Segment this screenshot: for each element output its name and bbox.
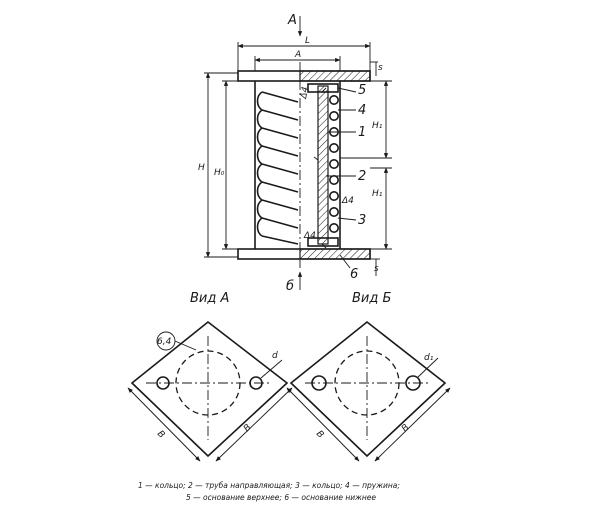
caption-line-1: 1 — кольцо; 2 — труба направляющая; 3 — … <box>138 481 400 490</box>
dimension-L: L <box>237 36 371 71</box>
dim-L-label: L <box>305 36 310 46</box>
view-a-title: Вид А <box>190 291 229 306</box>
dim-H1-upper-label: H₁ <box>372 121 383 131</box>
view-a-side-b-left: B <box>155 429 166 440</box>
dim-A-label: A <box>294 50 301 60</box>
delta-bottom: Δ4 <box>303 231 316 241</box>
dimension-s-bottom: s <box>370 258 380 276</box>
dim-s-top-label: s <box>378 63 383 73</box>
dim-H1-lower-label: H₁ <box>372 189 383 199</box>
view-arrow-a: А <box>287 13 303 37</box>
view-arrow-b: б <box>286 271 303 294</box>
dim-H0-label: H₀ <box>214 168 225 178</box>
callouts: 5 4 1 2 3 6 <box>326 83 366 282</box>
callout-3: 3 <box>358 213 366 228</box>
view-b: Вид Б d₁ B B <box>286 291 451 462</box>
dim-H-label: H <box>198 163 205 173</box>
weld-marks <box>313 87 327 249</box>
view-b-hole-d1: d₁ <box>424 353 434 363</box>
callout-6: 6 <box>350 267 358 282</box>
dimension-A: A <box>254 50 341 71</box>
delta-top: Δ4 <box>299 86 311 101</box>
view-b-side-b-right: B <box>400 423 411 434</box>
spring-wire-sections <box>328 95 339 234</box>
view-b-title: Вид Б <box>352 291 391 306</box>
callout-1: 1 <box>358 125 366 140</box>
dimension-s-top: s <box>370 61 383 76</box>
spring-coils <box>256 91 299 245</box>
view-a-plate <box>130 320 289 458</box>
view-b-plate <box>289 320 447 458</box>
view-a: Вид А 6,4 d B B <box>127 291 293 462</box>
dimension-H1-upper: H₁ <box>340 80 392 159</box>
view-arrow-b-label: б <box>286 279 294 294</box>
view-a-side-b-right: B <box>242 423 253 434</box>
delta-mid: Δ4 <box>341 196 354 206</box>
lower-ring <box>307 237 339 247</box>
guide-tube <box>317 85 329 245</box>
view-b-side-b-left: B <box>314 429 325 440</box>
dimension-H0: H₀ <box>214 80 255 250</box>
dimension-H: H <box>198 72 238 258</box>
lower-base-hatch <box>299 248 371 260</box>
caption-line-2: 5 — основание верхнее; 6 — основание ниж… <box>186 493 376 502</box>
view-arrow-a-label: А <box>287 13 297 28</box>
front-view <box>237 62 371 268</box>
dimension-H1-lower: H₁ <box>370 167 392 250</box>
view-a-hole-d: d <box>272 351 278 361</box>
roughness-mark: 6,4 <box>157 337 172 347</box>
callout-5: 5 <box>358 83 366 98</box>
dim-s-bottom-label: s <box>374 264 379 274</box>
upper-base-hatch <box>299 70 371 82</box>
callout-4: 4 <box>358 103 366 118</box>
callout-2: 2 <box>358 169 366 184</box>
